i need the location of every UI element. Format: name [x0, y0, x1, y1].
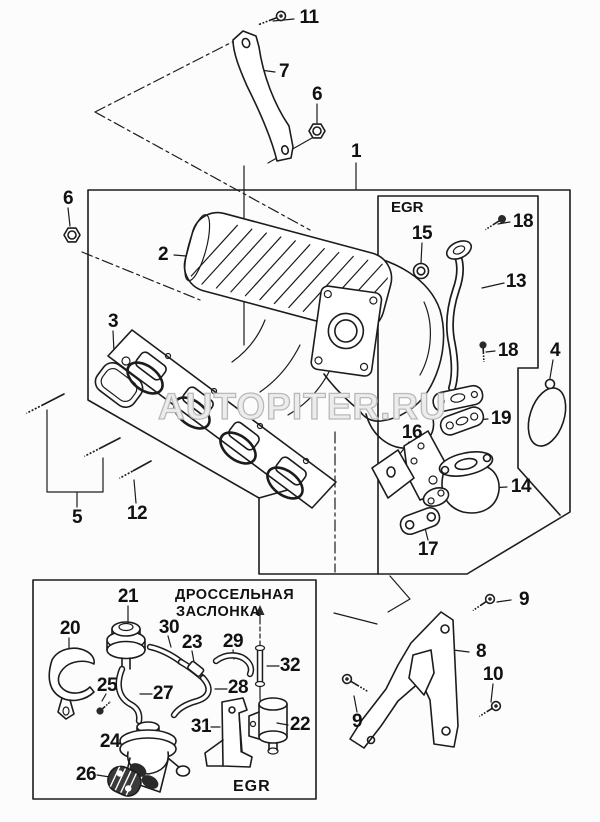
egr-section-title: EGR — [391, 199, 424, 216]
part-callout-18: 18 — [512, 211, 534, 232]
egr-box-title: EGR — [233, 778, 271, 795]
part-6-nut-left — [63, 227, 81, 243]
part-callout-9: 9 — [518, 589, 530, 610]
part-callout-26: 26 — [75, 764, 97, 785]
part-callout-18: 18 — [497, 340, 519, 361]
part-callout-8: 8 — [475, 641, 487, 662]
part-callout-22: 22 — [289, 714, 311, 735]
throttle-arrow — [255, 605, 265, 646]
part-15-seal — [412, 262, 430, 280]
part-30-hose — [146, 643, 185, 666]
part-21-modulator — [106, 621, 146, 670]
part-26-clamp — [107, 765, 142, 797]
part-16-plate — [371, 430, 448, 501]
part-11-bolt — [258, 10, 287, 27]
throttle-label-line2: ЗАСЛОНКА — [176, 604, 261, 620]
part-23-hose — [177, 658, 207, 682]
part-5-studs — [25, 393, 121, 459]
part-callout-16: 16 — [401, 422, 423, 443]
part-callout-3: 3 — [107, 311, 119, 332]
part-18-bolt-lower — [479, 341, 487, 362]
part-callout-9: 9 — [351, 711, 363, 732]
part-9-bolt-upper — [472, 593, 496, 613]
part-manifold-body — [107, 251, 445, 509]
part-28-hose — [170, 674, 212, 719]
part-10-bolt — [478, 700, 502, 719]
part-callout-20: 20 — [59, 618, 81, 639]
part-callout-30: 30 — [158, 617, 180, 638]
part-25-bolt — [96, 700, 111, 715]
part-20-bracket — [48, 647, 95, 720]
part-callout-32: 32 — [279, 655, 301, 676]
part-callout-13: 13 — [505, 271, 527, 292]
part-3-gasket — [94, 356, 144, 409]
part-4-oring — [527, 378, 567, 447]
part-31-bracket — [204, 697, 253, 768]
part-callout-27: 27 — [152, 683, 174, 704]
part-callout-28: 28 — [227, 677, 249, 698]
egr-section-outline — [377, 195, 561, 575]
bracket-connector-lines — [333, 575, 411, 625]
part-6-nut-upper — [308, 123, 326, 139]
part-29-hose — [212, 652, 255, 678]
part-callout-11: 11 — [299, 7, 319, 28]
part-callout-10: 10 — [482, 664, 504, 685]
part-17-gasket — [399, 506, 441, 536]
part-callout-17: 17 — [417, 539, 439, 560]
part-callout-15: 15 — [411, 223, 433, 244]
part-callout-1: 1 — [350, 141, 362, 162]
part-callout-21: 21 — [117, 586, 139, 607]
part-8-bracket — [349, 611, 459, 749]
part-callout-4: 4 — [549, 340, 561, 361]
part-callout-25: 25 — [96, 675, 118, 696]
part-callout-19: 19 — [490, 408, 512, 429]
part-callout-23: 23 — [181, 632, 203, 653]
throttle-label-line1: ДРОССЕЛЬНАЯ — [175, 587, 295, 603]
part-12-stud — [118, 460, 152, 481]
vacuum-box-outline — [32, 579, 317, 800]
part-14-egr-valve — [422, 451, 500, 514]
part-callout-5: 5 — [71, 507, 83, 528]
part-9-bolt-left — [341, 673, 368, 693]
part-18-bolt-upper — [484, 215, 506, 232]
part-callout-14: 14 — [510, 476, 532, 497]
part-callout-2: 2 — [157, 244, 169, 265]
part-callout-29: 29 — [222, 631, 244, 652]
part-callout-24: 24 — [99, 731, 121, 752]
part-22-solenoid — [248, 697, 288, 755]
part-13-egr-pipe — [432, 240, 484, 413]
part-32-pipe — [254, 605, 271, 710]
part-callout-6: 6 — [62, 188, 74, 209]
part-callout-31: 31 — [190, 716, 212, 737]
part-callout-6: 6 — [311, 84, 323, 105]
watermark-text: AUTOPITER.RU — [157, 385, 447, 427]
part-callout-7: 7 — [278, 61, 290, 82]
part-callout-12: 12 — [126, 503, 148, 524]
part-7-bracket — [232, 30, 294, 162]
part-27-hose — [115, 665, 143, 725]
part-throttle-body — [310, 285, 383, 377]
part-19-gasket — [439, 406, 485, 436]
